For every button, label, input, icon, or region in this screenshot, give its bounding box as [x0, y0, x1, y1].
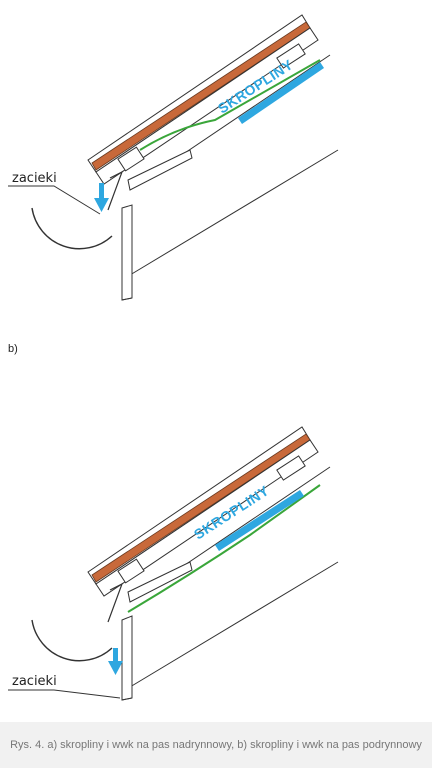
callout-zacieki: zacieki	[12, 674, 57, 689]
fascia-board	[121, 615, 133, 701]
insulation-bottom-line	[129, 149, 339, 276]
callout-leader	[8, 185, 101, 215]
membrane-line	[127, 484, 321, 613]
roof-eave-diagram-a: zacieki SKROPLINY	[8, 14, 339, 301]
gutter	[31, 619, 113, 662]
part-label-b: b)	[8, 343, 18, 355]
fascia-base	[121, 297, 133, 301]
condensate-flow-stripe	[215, 490, 304, 551]
condensate-flow-stripe	[238, 62, 324, 124]
eaves-board	[127, 561, 193, 603]
batten-top	[276, 455, 306, 481]
callout-leader	[8, 689, 121, 699]
batten-top	[276, 43, 306, 69]
batten-bottom	[117, 558, 145, 584]
gutter	[31, 207, 113, 250]
callout-zacieki: zacieki	[12, 171, 57, 186]
membrane-line	[139, 59, 321, 151]
drip-edge	[107, 170, 124, 211]
roof-board	[95, 439, 319, 597]
fascia-base	[121, 697, 133, 701]
roof-eave-diagram-b: zacieki SKROPLINY	[8, 426, 339, 701]
roof-board	[95, 27, 319, 185]
figure-caption: Rys. 4. a) skropliny i wwk na pas nadryn…	[0, 722, 432, 768]
batten-bottom	[117, 146, 145, 172]
water-drip-arrow	[94, 183, 109, 212]
water-drip-arrow	[108, 648, 123, 675]
drip-edge	[107, 582, 124, 623]
insulation-bottom-line	[129, 561, 339, 688]
fascia-board	[121, 204, 133, 301]
eaves-board	[127, 149, 193, 191]
